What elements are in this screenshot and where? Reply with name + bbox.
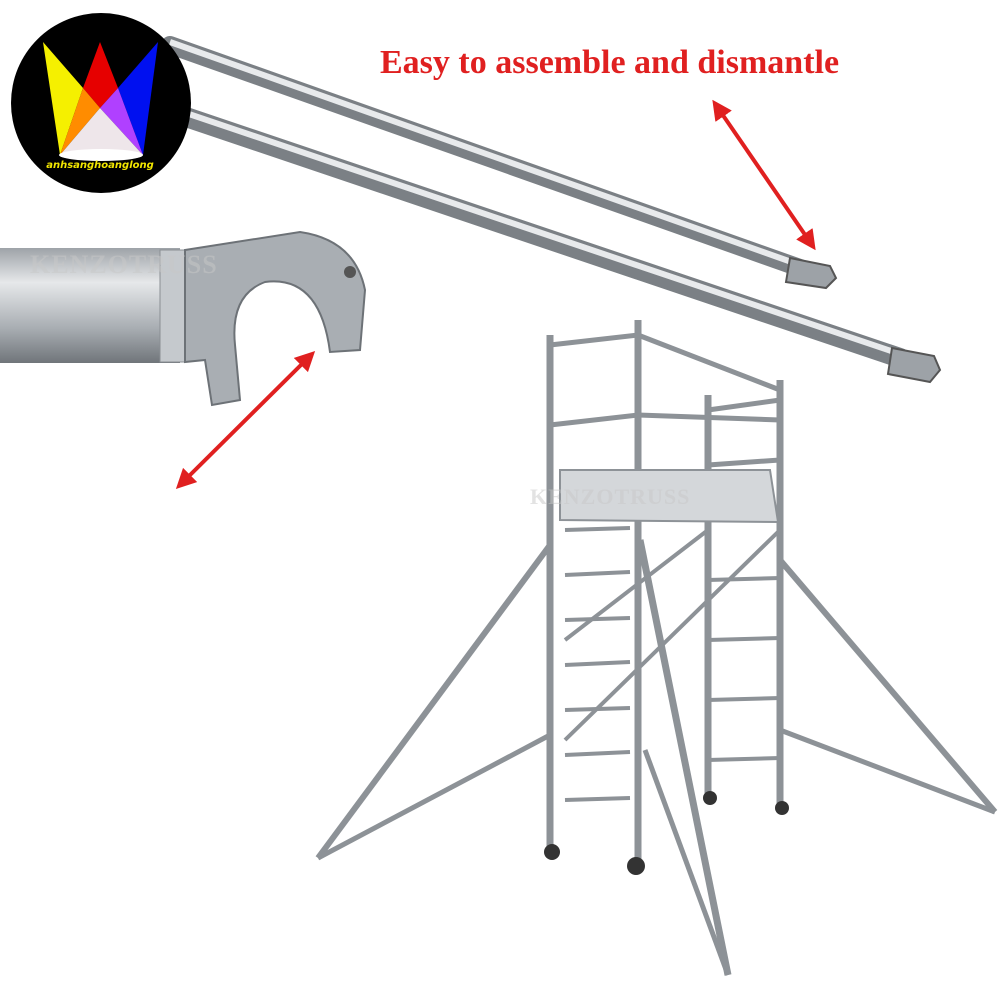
castor-wheels bbox=[544, 791, 789, 875]
brace-pipe-lower bbox=[170, 105, 942, 384]
logo-text: anhsanghoanglong bbox=[46, 160, 154, 171]
brand-logo bbox=[11, 13, 191, 193]
arrow-icon bbox=[712, 99, 816, 251]
watermark: KENZOTRUSS bbox=[530, 484, 691, 509]
watermark: KENZOTRUSS bbox=[30, 250, 218, 279]
headline: Easy to assemble and dismantle bbox=[380, 44, 840, 81]
platform-deck bbox=[559, 469, 780, 524]
arrow-icon bbox=[175, 350, 316, 490]
scaffold-tower bbox=[315, 320, 998, 976]
brace-pipe-upper bbox=[161, 36, 838, 290]
